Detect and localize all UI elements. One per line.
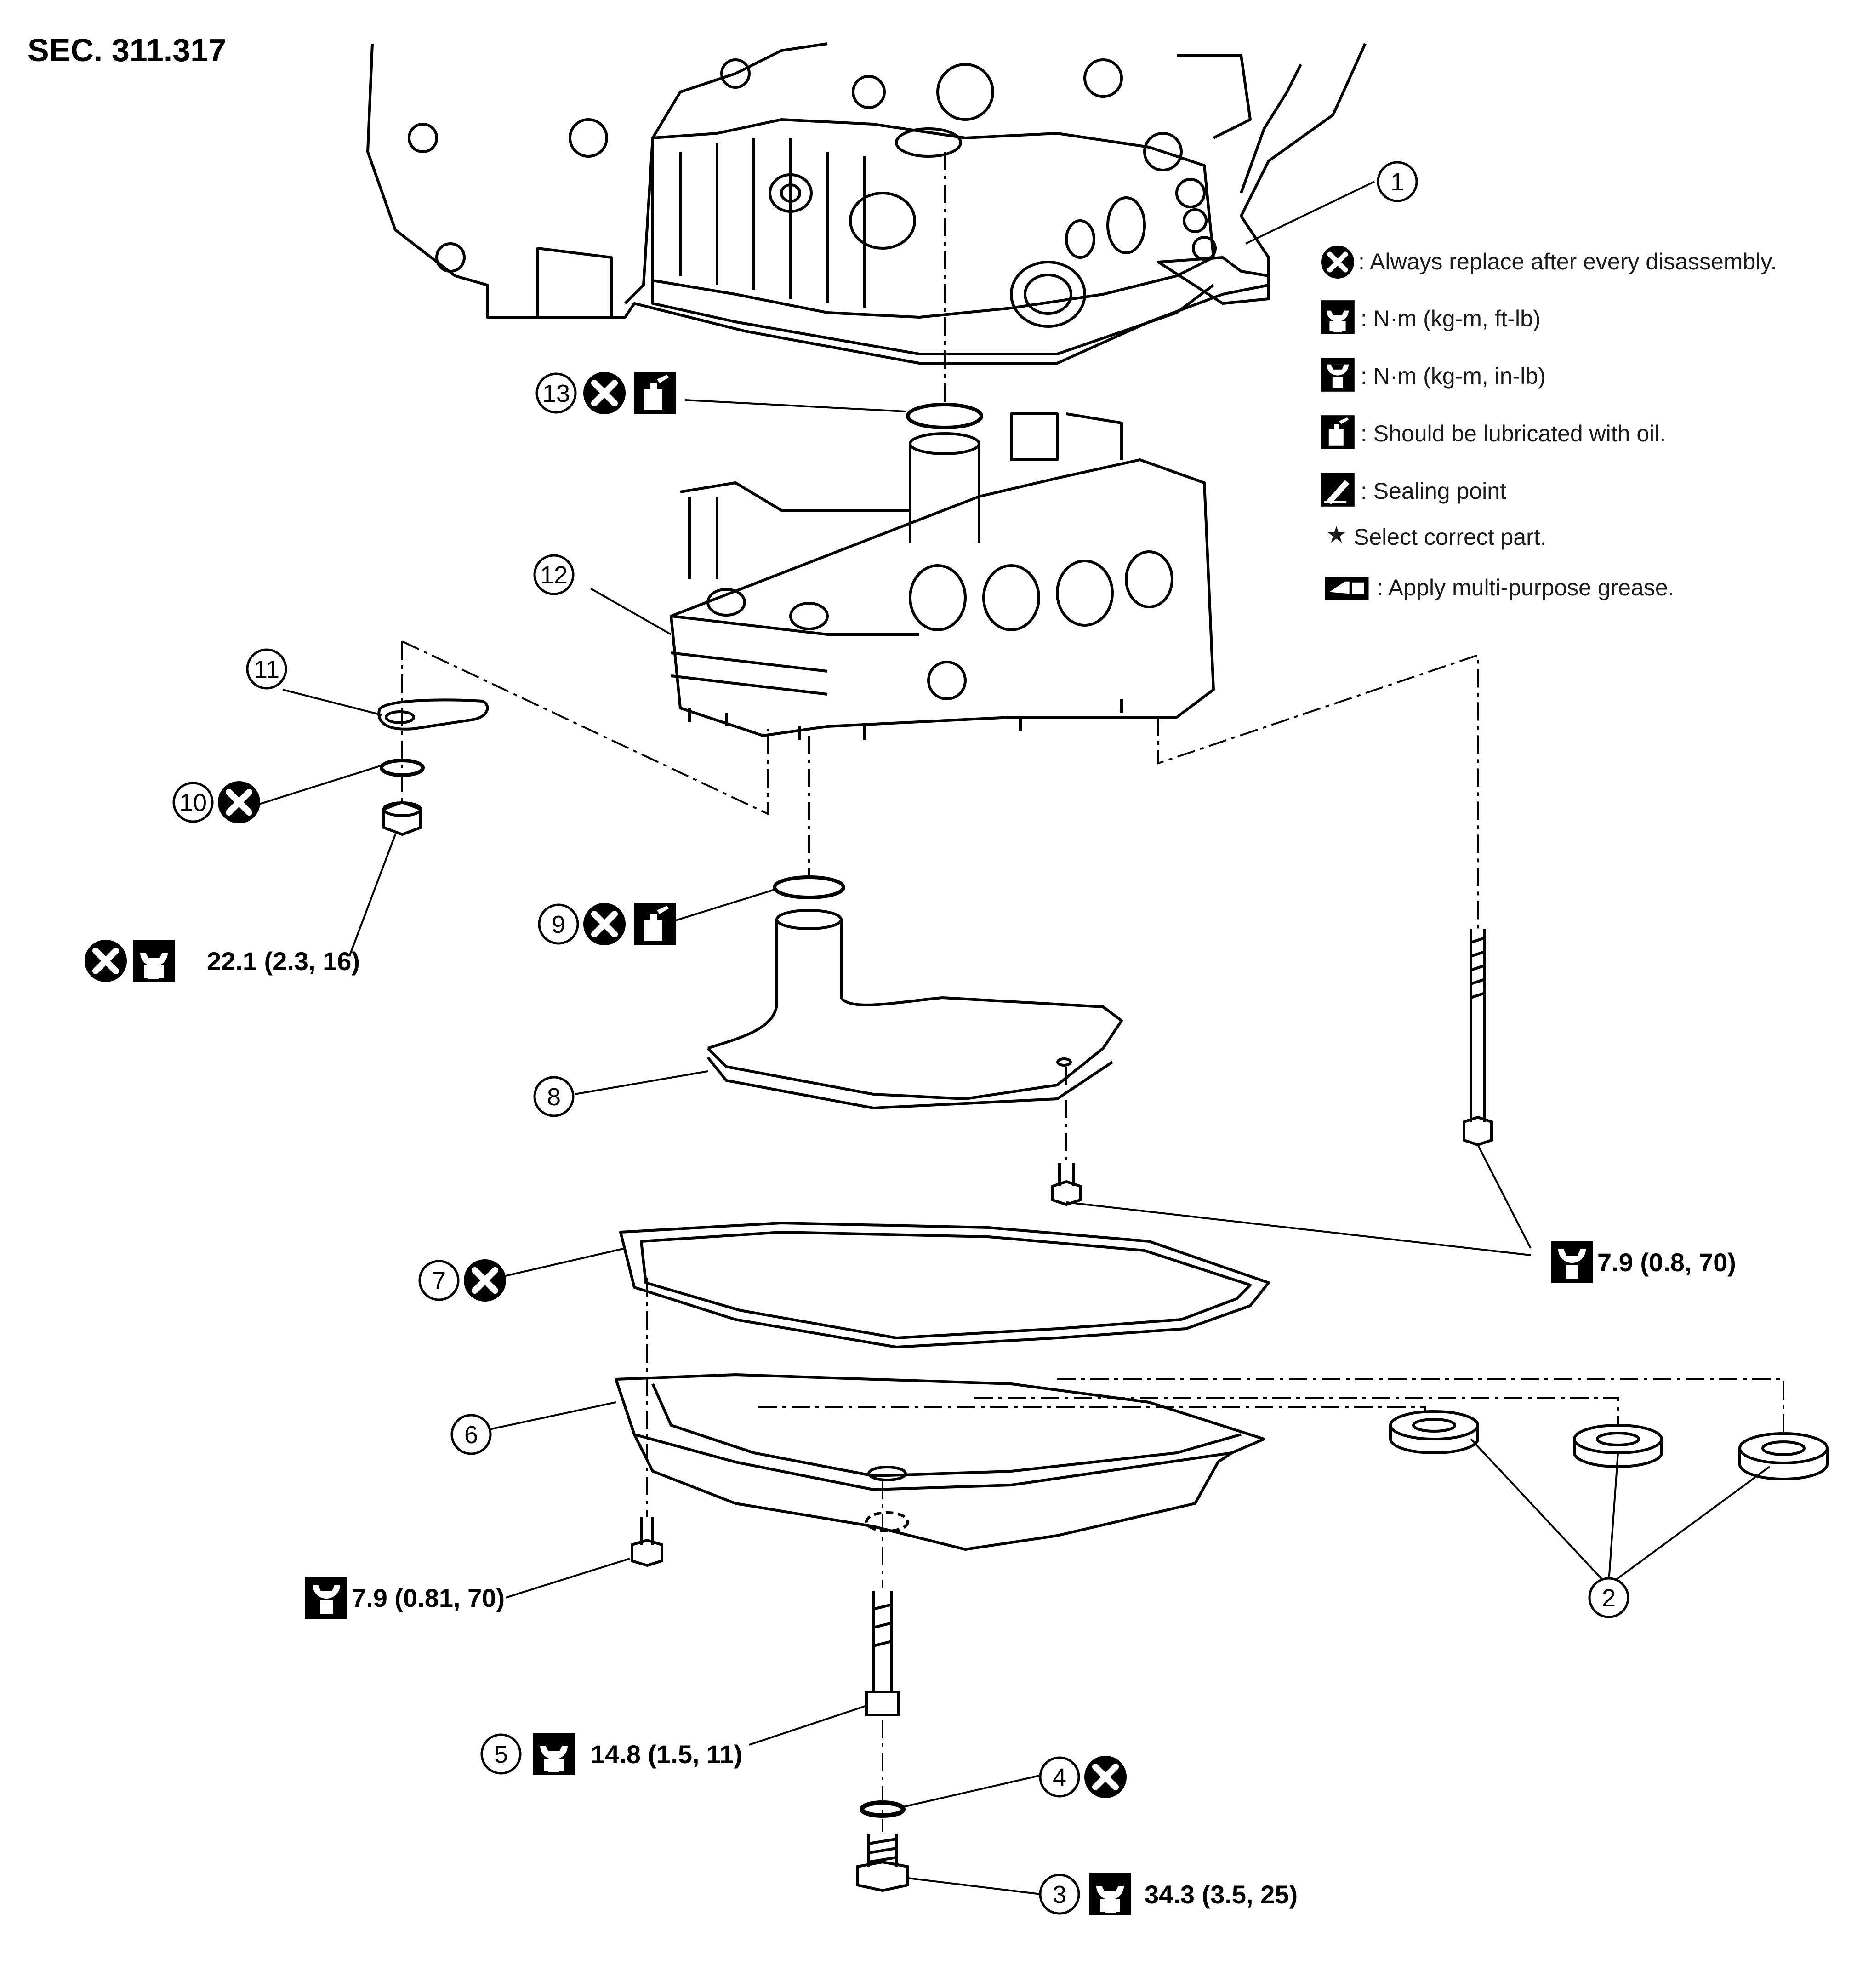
legend-torque-ftlb: : N·m (kg-m, ft-lb) — [1321, 300, 1541, 334]
torque-part-3: 34.3 (3.5, 25) — [1089, 1873, 1298, 1915]
nut-illustration — [382, 800, 422, 836]
torque-wrench-icon — [533, 1733, 575, 1775]
callout-13: 13 — [535, 372, 577, 414]
torque-nut-11: 22.1 (2.3, 16) — [85, 940, 360, 982]
gasket-7-illustration — [619, 1222, 1270, 1348]
control-valve-illustration — [670, 412, 1215, 740]
callout-1: 1 — [1377, 161, 1418, 202]
svg-text:: Apply multi-purpose grease.: : Apply multi-purpose grease. — [1377, 575, 1675, 600]
torque-wrench-icon — [1321, 300, 1355, 334]
replace-icon — [464, 1259, 506, 1302]
svg-text:14.8 (1.5, 11): 14.8 (1.5, 11) — [591, 1740, 742, 1769]
replace-icon — [85, 940, 127, 982]
legend-select: ★ Select correct part. — [1326, 522, 1547, 550]
svg-text:: Sealing point: : Sealing point — [1361, 478, 1506, 504]
svg-text:: N·m (kg-m, ft-lb): : N·m (kg-m, ft-lb) — [1361, 306, 1541, 331]
o-ring-9-illustration — [773, 875, 845, 899]
strainer-bolt-illustration — [1051, 1163, 1082, 1206]
svg-text:7.9 (0.81, 70): 7.9 (0.81, 70) — [352, 1583, 505, 1612]
legend-torque-inlb: : N·m (kg-m, in-lb) — [1321, 358, 1546, 392]
legend-sealing: : Sealing point — [1321, 473, 1506, 507]
torque-wrench-icon — [1089, 1873, 1131, 1915]
svg-text:9: 9 — [552, 911, 565, 938]
torque-in-lb-icon — [1551, 1241, 1593, 1283]
spacers-2-illustration — [1389, 1410, 1829, 1480]
section-code: SEC. 311.317 — [28, 32, 226, 68]
svg-text:8: 8 — [547, 1083, 561, 1111]
callout-5: 5 — [480, 1733, 522, 1775]
replace-icon — [1084, 1756, 1127, 1798]
oil-pan-bolt-illustration — [631, 1517, 663, 1567]
svg-text:4: 4 — [1053, 1764, 1066, 1791]
svg-text:2: 2 — [1602, 1584, 1616, 1612]
svg-text:1: 1 — [1390, 168, 1404, 196]
transmission-case-illustration — [366, 42, 1367, 365]
oil-can-icon — [634, 372, 676, 414]
legend-replace: : Always replace after every disassembly… — [1321, 246, 1777, 279]
callout-10: 10 — [172, 782, 214, 823]
replace-icon — [218, 781, 260, 823]
legend-lubricate: : Should be lubricated with oil. — [1321, 415, 1666, 449]
svg-text:7: 7 — [432, 1267, 446, 1295]
svg-text:22.1 (2.3, 16): 22.1 (2.3, 16) — [207, 947, 360, 976]
replace-icon — [583, 372, 626, 414]
svg-text:Select correct part.: Select correct part. — [1354, 524, 1547, 550]
grease-icon — [1325, 577, 1369, 600]
replace-icon — [583, 903, 626, 945]
torque-valve-body-bolts: 7.9 (0.8, 70) — [1551, 1241, 1736, 1283]
bracket-11-illustration — [377, 698, 489, 731]
oil-can-icon — [1321, 415, 1355, 449]
o-ring-13-illustration — [906, 403, 983, 429]
svg-text:34.3 (3.5, 25): 34.3 (3.5, 25) — [1145, 1880, 1298, 1909]
oil-strainer-illustration — [706, 909, 1123, 1109]
assembly-center-lines — [401, 152, 1784, 1832]
gasket-4-illustration — [860, 1800, 906, 1818]
callout-3: 3 — [1039, 1874, 1080, 1915]
oil-can-icon — [634, 903, 676, 945]
svg-text:12: 12 — [540, 561, 568, 589]
leader-lines — [250, 181, 1771, 1895]
callout-8: 8 — [533, 1076, 575, 1117]
legend: : Always replace after every disassembly… — [1321, 246, 1777, 600]
long-bolt-illustration — [1463, 929, 1493, 1147]
callout-9: 9 — [538, 903, 579, 945]
callout-2: 2 — [1588, 1577, 1629, 1618]
star-icon: ★ — [1326, 522, 1347, 548]
svg-text:: Should be lubricated with oi: : Should be lubricated with oil. — [1361, 421, 1666, 446]
svg-text:6: 6 — [464, 1421, 478, 1449]
svg-text:: N·m (kg-m, in-lb): : N·m (kg-m, in-lb) — [1361, 363, 1546, 389]
part-5-illustration — [865, 1591, 900, 1716]
svg-text:: Always replace after every d: : Always replace after every disassembly… — [1358, 249, 1777, 274]
torque-in-lb-icon — [305, 1577, 347, 1619]
callout-7: 7 — [418, 1260, 460, 1301]
svg-text:10: 10 — [179, 789, 207, 817]
svg-text:7.9 (0.8, 70): 7.9 (0.8, 70) — [1597, 1248, 1736, 1277]
torque-oil-pan-bolts: 7.9 (0.81, 70) — [305, 1577, 505, 1619]
callout-6: 6 — [450, 1414, 492, 1455]
svg-text:3: 3 — [1053, 1881, 1066, 1908]
svg-text:11: 11 — [254, 656, 279, 683]
torque-wrench-icon — [133, 940, 175, 982]
callout-4: 4 — [1039, 1756, 1080, 1798]
callout-12: 12 — [533, 554, 575, 595]
callout-11: 11 — [246, 648, 287, 690]
oil-pan-6-illustration — [615, 1373, 1265, 1551]
svg-text:13: 13 — [542, 380, 570, 407]
drain-plug-3-illustration — [856, 1834, 909, 1892]
sealing-point-icon — [1321, 473, 1355, 507]
torque-in-lb-icon — [1321, 358, 1355, 392]
legend-grease: : Apply multi-purpose grease. — [1325, 575, 1675, 600]
svg-text:5: 5 — [494, 1741, 508, 1768]
torque-part-5: 14.8 (1.5, 11) — [533, 1733, 742, 1775]
